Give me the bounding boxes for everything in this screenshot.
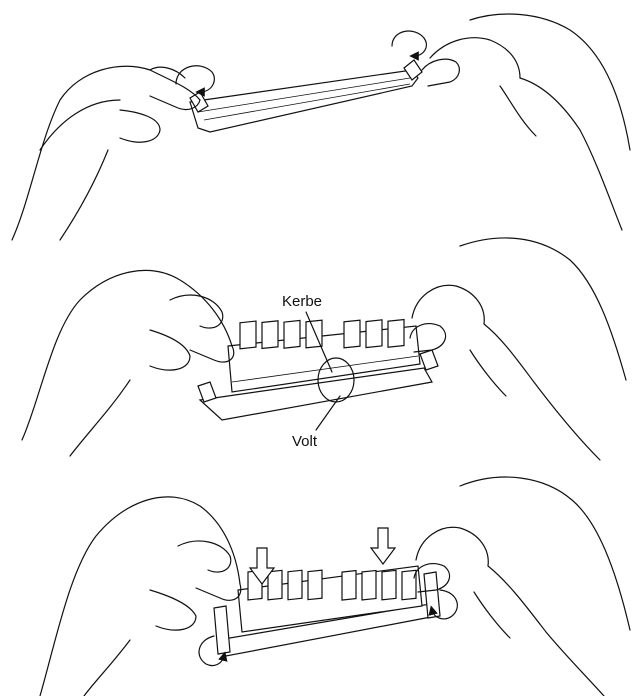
left-hand [21, 269, 235, 457]
right-hand [421, 13, 631, 231]
notch-leader-line [305, 311, 333, 373]
dimm-slot [197, 349, 439, 421]
rotate-right-arrow-icon [391, 30, 427, 61]
dimm-slot [189, 59, 423, 133]
memory-module [227, 318, 421, 393]
right-hand [409, 237, 627, 461]
volt-label: Volt [292, 433, 318, 450]
right-hand [413, 476, 631, 696]
rotate-left-arrow-icon [198, 635, 228, 667]
rotate-left-arrow-icon [175, 65, 215, 97]
press-down-arrow-left-icon [248, 547, 276, 585]
left-hand [11, 65, 201, 241]
step-3-press-down [39, 476, 631, 696]
volt-leader-line [315, 395, 341, 431]
press-down-arrow-right-icon [369, 527, 397, 565]
step-2-insert-module: Kerbe Volt [21, 237, 627, 461]
step-1-open-latches [11, 13, 631, 241]
notch-label: Kerbe [282, 293, 322, 310]
left-hand [39, 496, 242, 696]
rotate-right-arrow-icon [428, 589, 458, 620]
